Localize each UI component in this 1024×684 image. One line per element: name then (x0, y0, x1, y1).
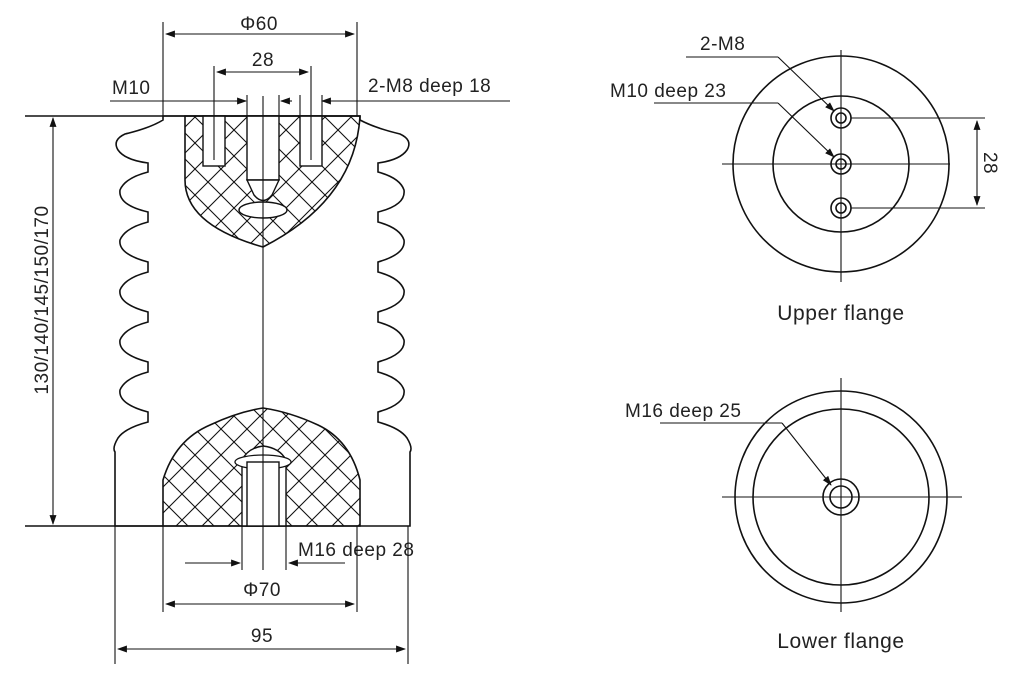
upper-flange-view: 28 2-M8 M10 deep 23 Upper flange (610, 34, 1000, 325)
top-diameter-label: Φ60 (240, 14, 278, 35)
upper-hole-top-inner (835, 112, 847, 124)
upper-spacing-label: 28 (979, 152, 1000, 174)
m10-label: M10 (112, 78, 150, 99)
bottom-diameter-label: Φ70 (243, 580, 281, 601)
upper-flange-caption: Upper flange (777, 302, 904, 325)
lower-flange-caption: Lower flange (777, 630, 904, 653)
lower-hole-outer (822, 478, 860, 516)
bolt-spacing-label: 28 (252, 50, 274, 71)
lower-m16-leader-d (781, 422, 832, 486)
upper-m10-leader-d (777, 102, 835, 158)
upper-m10-label: M10 deep 23 (610, 81, 726, 102)
upper-hole-bottom-inner (835, 202, 847, 214)
upper-hole-center-outer (830, 153, 852, 175)
m8-label: 2-M8 deep 18 (368, 76, 491, 97)
upper-m8-label: 2-M8 (700, 34, 745, 55)
height-dim-label: 130/140/145/150/170 (32, 205, 53, 394)
lower-hole-inner (829, 485, 853, 509)
m16-bottom-label: M16 deep 28 (298, 540, 414, 561)
upper-hole-center-inner (835, 158, 847, 170)
side-view: 130/140/145/150/170 Φ60 28 M10 2-M8 deep… (25, 14, 510, 664)
lower-m16-label: M16 deep 25 (625, 401, 741, 422)
shed-diameter-label: 95 (251, 626, 273, 647)
upper-m8-leader-d (777, 56, 835, 112)
lower-flange-view: M16 deep 25 Lower flange (625, 378, 962, 653)
